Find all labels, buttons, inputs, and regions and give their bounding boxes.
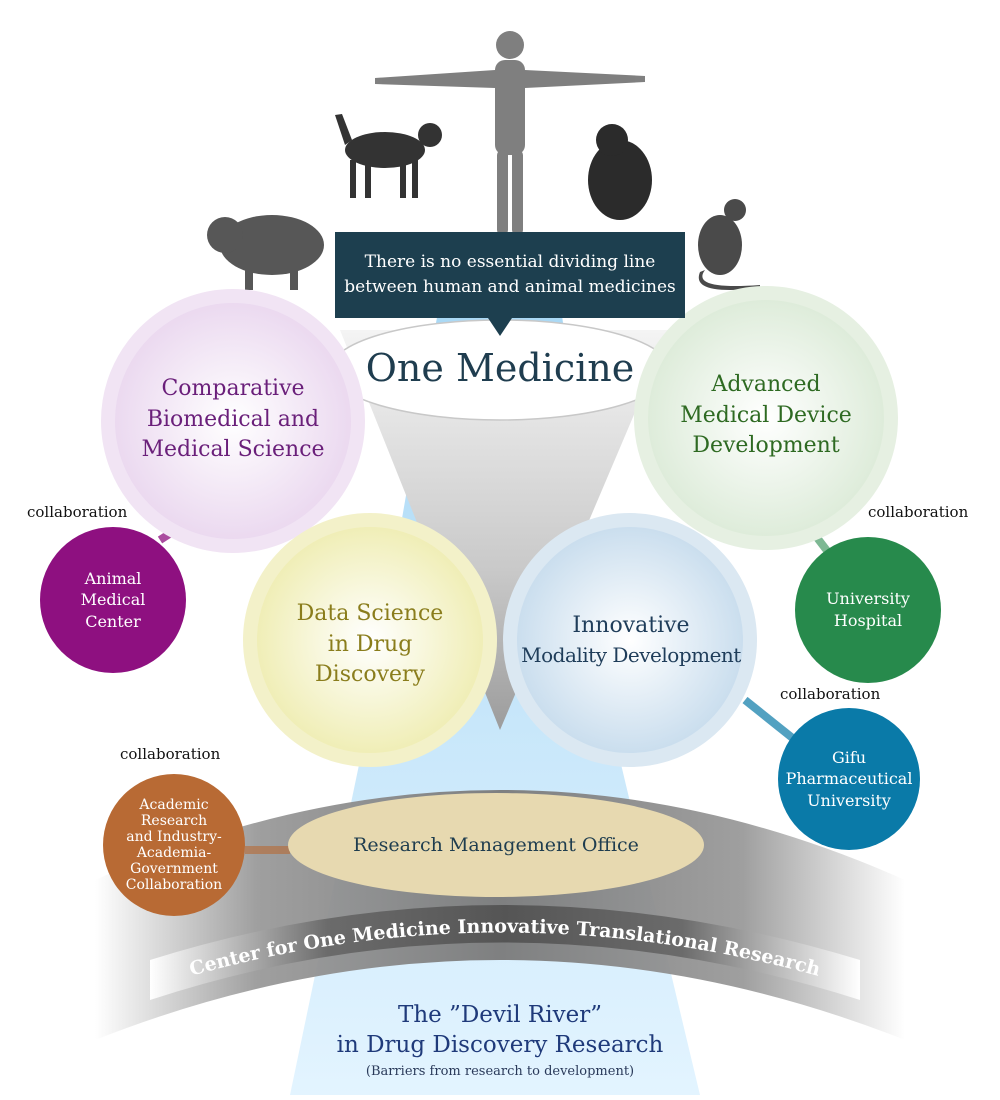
partner-academic-line-1: Academic bbox=[139, 796, 209, 813]
partner-hospital-line-2: Hospital bbox=[833, 611, 903, 630]
dog-icon bbox=[335, 114, 442, 198]
collaboration-label-academic: collaboration bbox=[120, 745, 221, 763]
banner-line-1: There is no essential dividing line bbox=[364, 251, 656, 272]
partner-academic-line-5: Government bbox=[130, 861, 218, 878]
circle-comparative-line-3: Medical Science bbox=[141, 437, 325, 463]
devil-river-subtitle: (Barriers from research to development) bbox=[365, 1064, 635, 1080]
partner-gifu-pharmaceutical: Gifu Pharmaceutical University bbox=[778, 708, 920, 850]
circle-comparative-line-2: Biomedical and bbox=[146, 406, 320, 432]
devil-river-line-1: The ”Devil River” bbox=[398, 1001, 602, 1028]
human-figure-icon bbox=[375, 31, 645, 235]
partner-academic-line-4: Academia- bbox=[136, 845, 212, 861]
partner-hospital-line-1: University bbox=[826, 589, 910, 609]
one-medicine-title: One Medicine bbox=[365, 346, 635, 390]
research-management-office: Research Management Office bbox=[353, 834, 639, 856]
partner-animal-medical-center: Animal Medical Center bbox=[40, 527, 186, 673]
circle-device-line-2: Medical Device bbox=[680, 402, 852, 428]
partner-academic-line-2: Research bbox=[140, 812, 208, 829]
partner-university-hospital: University Hospital bbox=[795, 537, 941, 683]
devil-river-block: The ”Devil River” in Drug Discovery Rese… bbox=[300, 995, 700, 1085]
circle-comparative-line-1: Comparative bbox=[161, 375, 305, 401]
rat-icon bbox=[698, 199, 760, 290]
circle-modality: Innovative Modality Development bbox=[515, 580, 747, 700]
partner-academic-collaboration: Academic Research and Industry- Academia… bbox=[103, 774, 245, 916]
circle-modality-line-1: Innovative bbox=[572, 612, 690, 638]
circle-device-line-1: Advanced bbox=[711, 371, 821, 397]
partner-pharma-line-3: University bbox=[807, 790, 891, 810]
partner-academic-line-6: Collaboration bbox=[125, 877, 223, 894]
pig-icon bbox=[207, 215, 324, 290]
devil-river-line-2: in Drug Discovery Research bbox=[336, 1031, 664, 1058]
circle-device: Advanced Medical Device Development bbox=[661, 326, 871, 506]
collaboration-label-pharma: collaboration bbox=[780, 685, 881, 703]
circle-device-line-3: Development bbox=[692, 433, 840, 459]
circle-data-line-2: in Drug bbox=[327, 631, 413, 657]
collaboration-label-animal: collaboration bbox=[27, 503, 128, 521]
banner-line-2: between human and animal medicines bbox=[344, 277, 676, 297]
banner-callout: There is no essential dividing line betw… bbox=[335, 232, 685, 318]
partner-animal-line-1: Animal bbox=[84, 568, 142, 588]
partner-pharma-line-2: Pharmaceutical bbox=[785, 769, 913, 789]
circle-comparative: Comparative Biomedical and Medical Scien… bbox=[128, 330, 338, 510]
circle-data-line-3: Discovery bbox=[315, 662, 425, 688]
chimpanzee-icon bbox=[588, 124, 652, 220]
circle-data-line-1: Data Science bbox=[296, 600, 444, 626]
partner-pharma-line-1: Gifu bbox=[831, 747, 867, 767]
partner-animal-line-2: Medical bbox=[80, 590, 146, 610]
collaboration-label-hospital: collaboration bbox=[868, 503, 969, 521]
partner-animal-line-3: Center bbox=[85, 611, 141, 631]
circle-modality-line-2: Modality Development bbox=[521, 643, 741, 668]
circle-data-science: Data Science in Drug Discovery bbox=[270, 560, 470, 730]
partner-academic-line-3: and Industry- bbox=[126, 828, 222, 845]
